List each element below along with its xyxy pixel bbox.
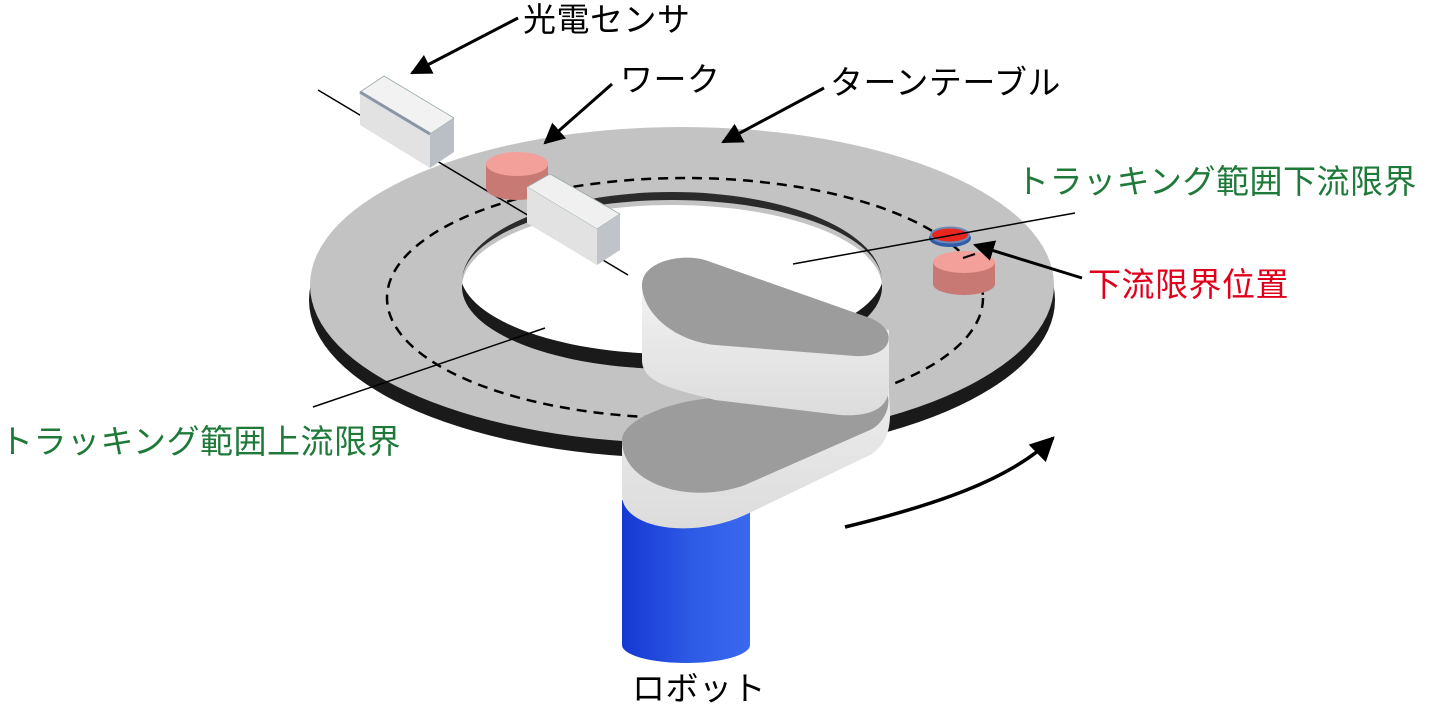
photoelectric-sensor-label: 光電センサ	[523, 0, 691, 39]
robot-base	[622, 500, 750, 663]
photoelectric-sensor-emitter	[359, 75, 455, 168]
photoelectric-sensor-pointer	[410, 16, 519, 75]
workpiece-label: ワーク	[620, 60, 721, 99]
downstream-limit-position-label: 下流限界位置	[1088, 265, 1289, 304]
turntable-label: ターンテーブル	[830, 63, 1061, 102]
downstream-workpiece-pointer	[962, 253, 976, 259]
rotation-arrow	[844, 436, 1055, 529]
upstream-limit-line	[312, 327, 546, 408]
tracking-downstream-limit-label: トラッキング範囲下流限界	[1016, 162, 1418, 201]
workpiece-pointer	[543, 82, 613, 145]
robot-upper-arm	[642, 257, 889, 416]
robot-label: ロボット	[632, 669, 766, 708]
photoelectric-sensor-receiver	[526, 173, 621, 265]
workpiece-near-sensor	[486, 152, 548, 200]
downstream-limit-line	[792, 212, 1076, 265]
downstream-limit-position-pointer	[972, 240, 1083, 280]
tracking-upstream-limit-label: トラッキング範囲上流限界	[0, 422, 402, 461]
downstream-limit-marker	[929, 226, 971, 247]
turntable-pointer	[721, 86, 825, 144]
